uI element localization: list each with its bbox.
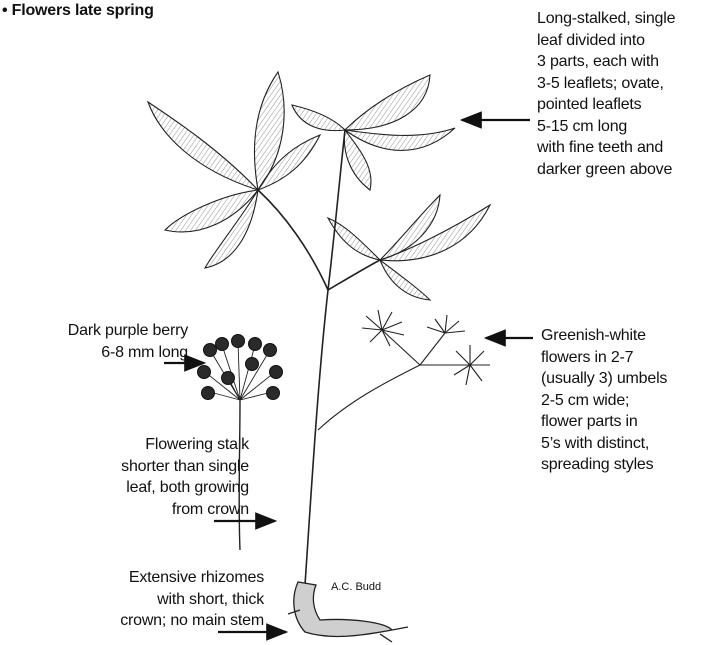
compound-leaf-drawing — [148, 72, 490, 300]
berry-stalk — [239, 400, 240, 550]
berry — [204, 344, 217, 357]
berry — [202, 387, 215, 400]
berry-cluster — [198, 335, 283, 551]
berry — [249, 338, 262, 351]
leaflet — [345, 128, 455, 150]
umbel — [427, 315, 465, 333]
berry — [216, 338, 229, 351]
berry — [267, 387, 280, 400]
berry — [222, 372, 235, 385]
berry — [270, 366, 283, 379]
leaflet — [380, 260, 430, 300]
leaflet — [345, 75, 430, 130]
rhizome-drawing — [288, 582, 408, 642]
leaflet — [148, 102, 258, 190]
berry — [246, 358, 259, 371]
umbel — [362, 310, 404, 346]
leaflet — [292, 105, 345, 131]
flower-umbels — [318, 310, 490, 430]
berry — [232, 335, 245, 348]
berry — [264, 344, 277, 357]
berry — [198, 366, 211, 379]
leaf-stalks — [258, 130, 380, 585]
